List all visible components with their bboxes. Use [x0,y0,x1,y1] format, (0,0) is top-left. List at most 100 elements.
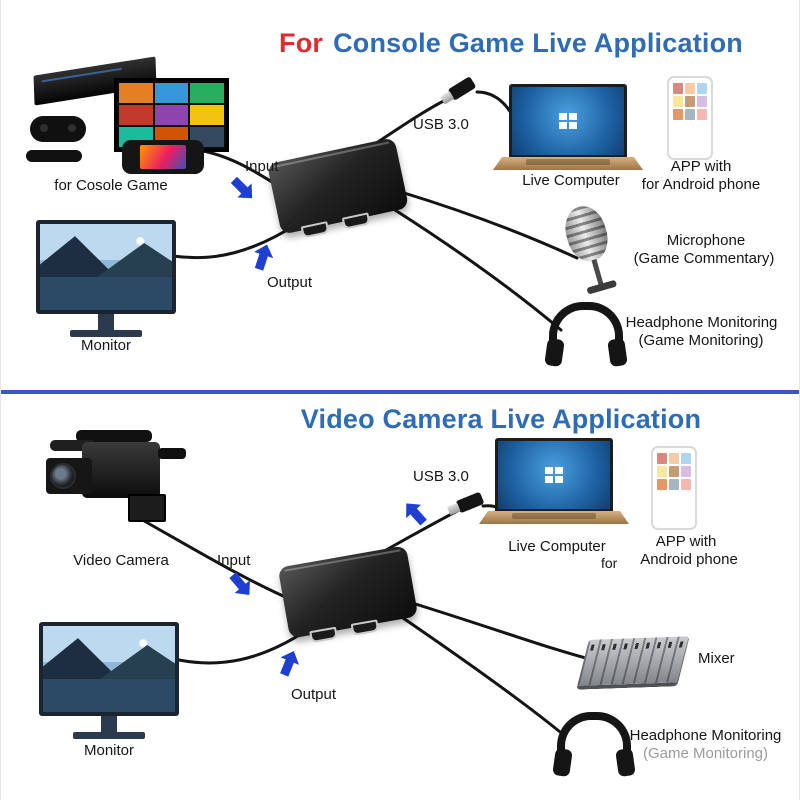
headphone-top-label-2: (Game Monitoring) [638,332,764,349]
photo-tile [681,453,691,464]
photo-tile [697,83,707,94]
photo-tile [685,109,695,120]
app-top-label-2: for Android phone [641,176,761,193]
cable-card-to-headphones-bottom [401,616,567,738]
headphone-top-label-1: Headphone Monitoring [625,314,778,331]
laptop-screen [509,84,627,158]
game-screen [114,78,229,152]
photo-tile [697,96,707,107]
input-arrow-icon [225,569,257,602]
photo-tile [681,479,691,490]
game-tile [119,105,153,125]
for-label: for [601,555,618,571]
camera-label: Video Camera [73,552,169,569]
camera-handle [76,430,152,442]
game-tile [190,105,224,125]
output-arrow-icon [249,242,276,273]
game-tile [119,83,153,103]
laptop-keyboard [493,157,643,170]
monitor-screen [36,220,176,314]
game-tile [190,83,224,103]
photo-tile [669,453,679,464]
video-camera-image [46,428,196,540]
logo-pane [555,476,563,483]
photo-tile [669,466,679,477]
photo-tile [673,83,683,94]
handheld-screen [140,145,186,169]
title-prefix: For [279,28,324,58]
cable-card-to-headphones-top [393,208,563,332]
photo-tile [673,96,683,107]
logo-pane [545,467,553,474]
computer-bottom-label: Live Computer [508,538,606,555]
laptop-bottom-image [479,438,629,524]
monitor-stand [101,716,117,732]
photo-tile [681,466,691,477]
output-arrow-icon [275,647,303,679]
camera-eyepiece [158,448,186,459]
headphone-bottom-label-1: Headphone Monitoring [629,727,782,744]
output-bottom-label: Output [291,686,337,703]
console-game-setup-image [26,56,241,176]
hdmi-port-icon [341,212,371,230]
monitor-bottom-image [39,622,179,739]
windows-logo-icon [545,467,563,483]
game-collage [117,81,226,149]
laptop-wallpaper [512,87,624,155]
headphone-bottom-label-2: (Game Monitoring) [642,745,769,762]
computer-top-label: Live Computer [522,172,620,189]
input-top-label: Input [245,158,279,175]
app-bottom-label-2: Android phone [640,551,738,568]
input-bottom-label: Input [217,552,251,569]
ps-camera [26,150,82,162]
monitor-wallpaper [43,626,175,712]
laptop-keyboard [479,511,629,524]
input-arrow-icon [227,173,260,206]
title-main-bottom: Video Camera Live Application [300,404,702,434]
microphone-head [559,201,614,267]
hdmi-port-icon [309,626,338,644]
capture-card-bottom-image [277,545,419,644]
audio-mixer-image [576,636,690,690]
logo-pane [569,122,577,129]
game-tile [154,105,189,125]
capture-card-top-image [266,137,410,239]
phone-app-grid [673,83,707,153]
output-top-label: Output [267,274,313,291]
laptop-screen [495,438,613,512]
monitor-bottom-label: Monitor [83,742,135,759]
headphones-top-image [549,302,623,352]
camera-body [82,442,160,498]
photo-tile [657,466,667,477]
hdmi-port-icon [350,619,380,636]
app-bottom-label-1: APP with [655,533,717,550]
monitor-stand [98,314,114,330]
hdmi-port-icon [300,221,330,239]
usb-bottom-label: USB 3.0 [413,468,469,485]
cable-card-to-monitor-bottom [177,632,303,665]
camera-mic [50,440,96,451]
camera-flip-screen [128,494,166,522]
logo-pane [569,113,577,120]
photo-tile [669,479,679,490]
photo-tile [673,109,683,120]
game-tile [154,83,189,103]
headphones-bottom-image [557,712,631,762]
monitor-top-label: Monitor [80,337,132,354]
monitor-base [73,732,145,739]
laptop-wallpaper [498,441,610,509]
laptop-top-image [493,84,643,170]
title-main: Console Game Live Application [333,28,743,58]
photo-tile [685,96,695,107]
microphone-label-2: (Game Commentary) [633,250,775,267]
cable-card-to-monitor-top [171,222,299,260]
cable-card-to-microphone [399,190,579,260]
usb-plug-icon [447,76,477,101]
microphone-label-1: Microphone [666,232,746,249]
logo-pane [559,122,567,129]
logo-pane [559,113,567,120]
monitor-screen [39,622,179,716]
monitor-wallpaper [40,224,172,310]
windows-logo-icon [559,113,577,129]
